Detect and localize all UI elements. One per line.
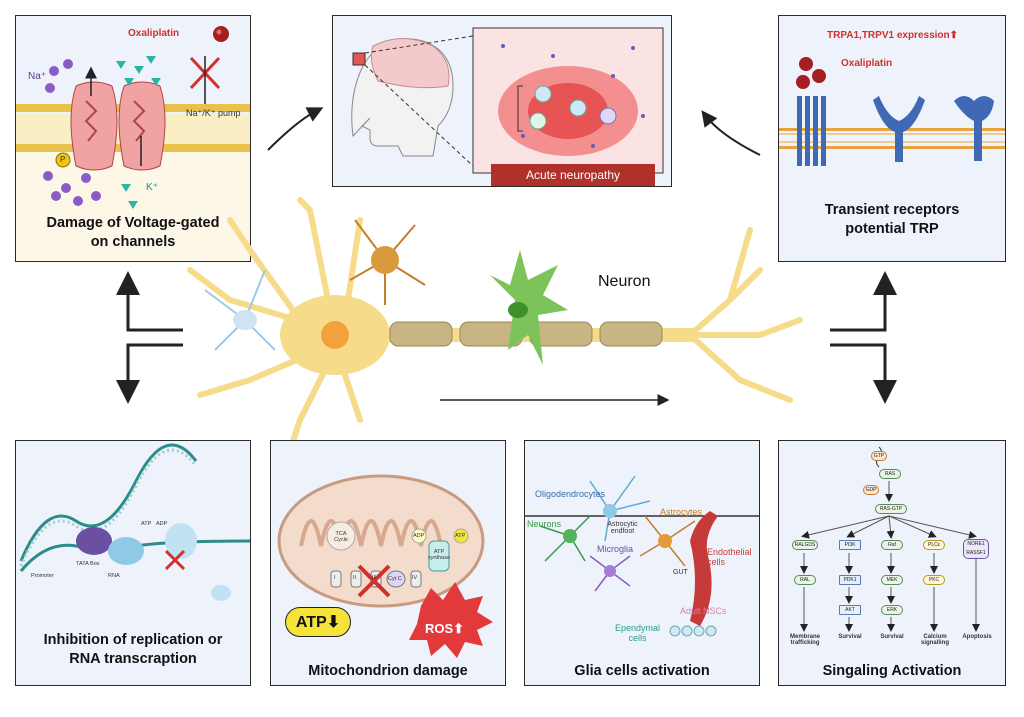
panel-signaling: GTP RAS GDP RAS-GTP RALGDS RAL PI3K PDK1… bbox=[778, 440, 1006, 686]
pkc-node: PKC bbox=[923, 575, 945, 585]
tata-label: TATA Box bbox=[76, 561, 100, 567]
complex-3-label: III bbox=[372, 575, 377, 581]
neurons-label: Neurons bbox=[527, 519, 562, 529]
tca-label: TCA Cycle bbox=[334, 531, 348, 543]
gut-label: GUT bbox=[673, 569, 688, 576]
adp-label: ADP bbox=[156, 521, 168, 527]
synthase-label: ATP synthase bbox=[427, 549, 450, 561]
gtp-node: GTP bbox=[871, 451, 887, 461]
cytc-label: Cyt C bbox=[388, 576, 402, 582]
plce-node: PLCε bbox=[923, 540, 945, 550]
ras-node: RAS bbox=[879, 469, 901, 479]
pi3k-node: PI3K bbox=[839, 540, 861, 550]
acute-neuropathy-label: Acute neuropathy bbox=[525, 168, 621, 182]
panel-trp: TRPA1,TRPV1 expression⬆ Oxaliplatin Tran… bbox=[778, 15, 1006, 262]
k-label: K⁺ bbox=[146, 182, 158, 193]
panel-caption-signaling: Singaling Activation bbox=[822, 663, 962, 679]
mek-node: MEK bbox=[881, 575, 903, 585]
ralgds-node: RALGDS bbox=[792, 540, 818, 550]
oxaliplatin-label: Oxaliplatin bbox=[128, 28, 180, 39]
panel-caption-mito: Mitochondrion damage bbox=[308, 663, 468, 679]
panel-replication: Promoter RNA TATA Box ATP ADP Inhibition… bbox=[15, 440, 251, 686]
pdk1-node: PDK1 bbox=[839, 575, 861, 585]
nore1-node: NORE1 RASSF1 bbox=[963, 539, 989, 559]
mito-adp-label: ADP bbox=[413, 533, 425, 539]
oligo-label: Oligodendrocytes bbox=[535, 489, 606, 499]
acute-neuropathy-bar bbox=[491, 164, 655, 186]
panel-acute-neuropathy: Acute neuropathy bbox=[332, 15, 672, 187]
glia-illustration bbox=[525, 475, 759, 637]
outcome-apoptosis: Apoptosis bbox=[962, 634, 992, 640]
ependymal-label: Ependymal cells bbox=[614, 623, 661, 643]
head-illustration bbox=[351, 27, 664, 174]
neuron-label: Neuron bbox=[598, 273, 651, 290]
trp-oxaliplatin-label: Oxaliplatin bbox=[841, 58, 893, 69]
dna-illustration bbox=[19, 443, 250, 601]
complex-2-label: II bbox=[353, 575, 357, 581]
astro-label: Astrocytes bbox=[660, 507, 703, 517]
membrane-illustration bbox=[16, 26, 250, 261]
complex-4-label: IV bbox=[412, 575, 418, 581]
atp-down-label: ATP⬇ bbox=[295, 614, 341, 631]
nsc-label: Adult NSCs bbox=[680, 606, 727, 616]
akt-node: AKT bbox=[839, 605, 861, 615]
endo-label: Endothelial cells bbox=[707, 547, 752, 567]
phosphate-label: P bbox=[60, 155, 66, 164]
rna-label: RNA bbox=[108, 573, 120, 579]
outcome-calcium: Calcium signalling bbox=[920, 634, 949, 646]
panel-caption-replication: Inhibition of replication or RNA transcr… bbox=[43, 632, 223, 667]
atp-down-badge bbox=[285, 607, 351, 637]
ral-node: RAL bbox=[794, 575, 816, 585]
pump-label: Na⁺/K⁺ pump bbox=[186, 108, 241, 118]
raf-node: Raf bbox=[881, 540, 903, 550]
outcome-survival-2: Survival bbox=[880, 634, 904, 640]
panel-mitochondrion: TCA Cycle ADP ATP ATP synthase I II III … bbox=[270, 440, 506, 686]
outcome-membrane: Membrane trafficking bbox=[789, 634, 820, 646]
microglia-label: Microglia bbox=[597, 544, 634, 554]
gdp-node: GDP bbox=[863, 485, 879, 495]
outcome-survival-1: Survival bbox=[838, 634, 862, 640]
mito-atp-label: ATP bbox=[455, 533, 466, 539]
promoter-label: Promoter bbox=[31, 573, 54, 579]
ros-up-label: ROS⬆ bbox=[425, 621, 465, 636]
rasgtp-node: RAS-GTP bbox=[875, 504, 907, 514]
panel-caption-trp: Transient receptors potential TRP bbox=[824, 202, 960, 237]
mitochondrion-illustration bbox=[277, 474, 493, 658]
atp-label: ATP bbox=[141, 521, 152, 527]
na-label: Na⁺ bbox=[28, 71, 47, 82]
trp-expression-label: TRPA1,TRPV1 expression⬆ bbox=[827, 30, 959, 41]
endfoot-label: Astrocytic endfoot bbox=[607, 521, 638, 535]
panel-caption-glia: Glia cells activation bbox=[574, 663, 710, 679]
panel-glia: Oligodendrocytes Neurons Astrocytic endf… bbox=[524, 440, 760, 686]
panel-voltage-gated: Oxaliplatin Na⁺ Na⁺/K⁺ bbox=[15, 15, 251, 262]
erk-node: ERK bbox=[881, 605, 903, 615]
receptor-illustration bbox=[779, 57, 1005, 166]
panel-caption-voltage: Damage of Voltage-gated on channels bbox=[46, 215, 220, 250]
complex-1-label: I bbox=[334, 575, 336, 581]
